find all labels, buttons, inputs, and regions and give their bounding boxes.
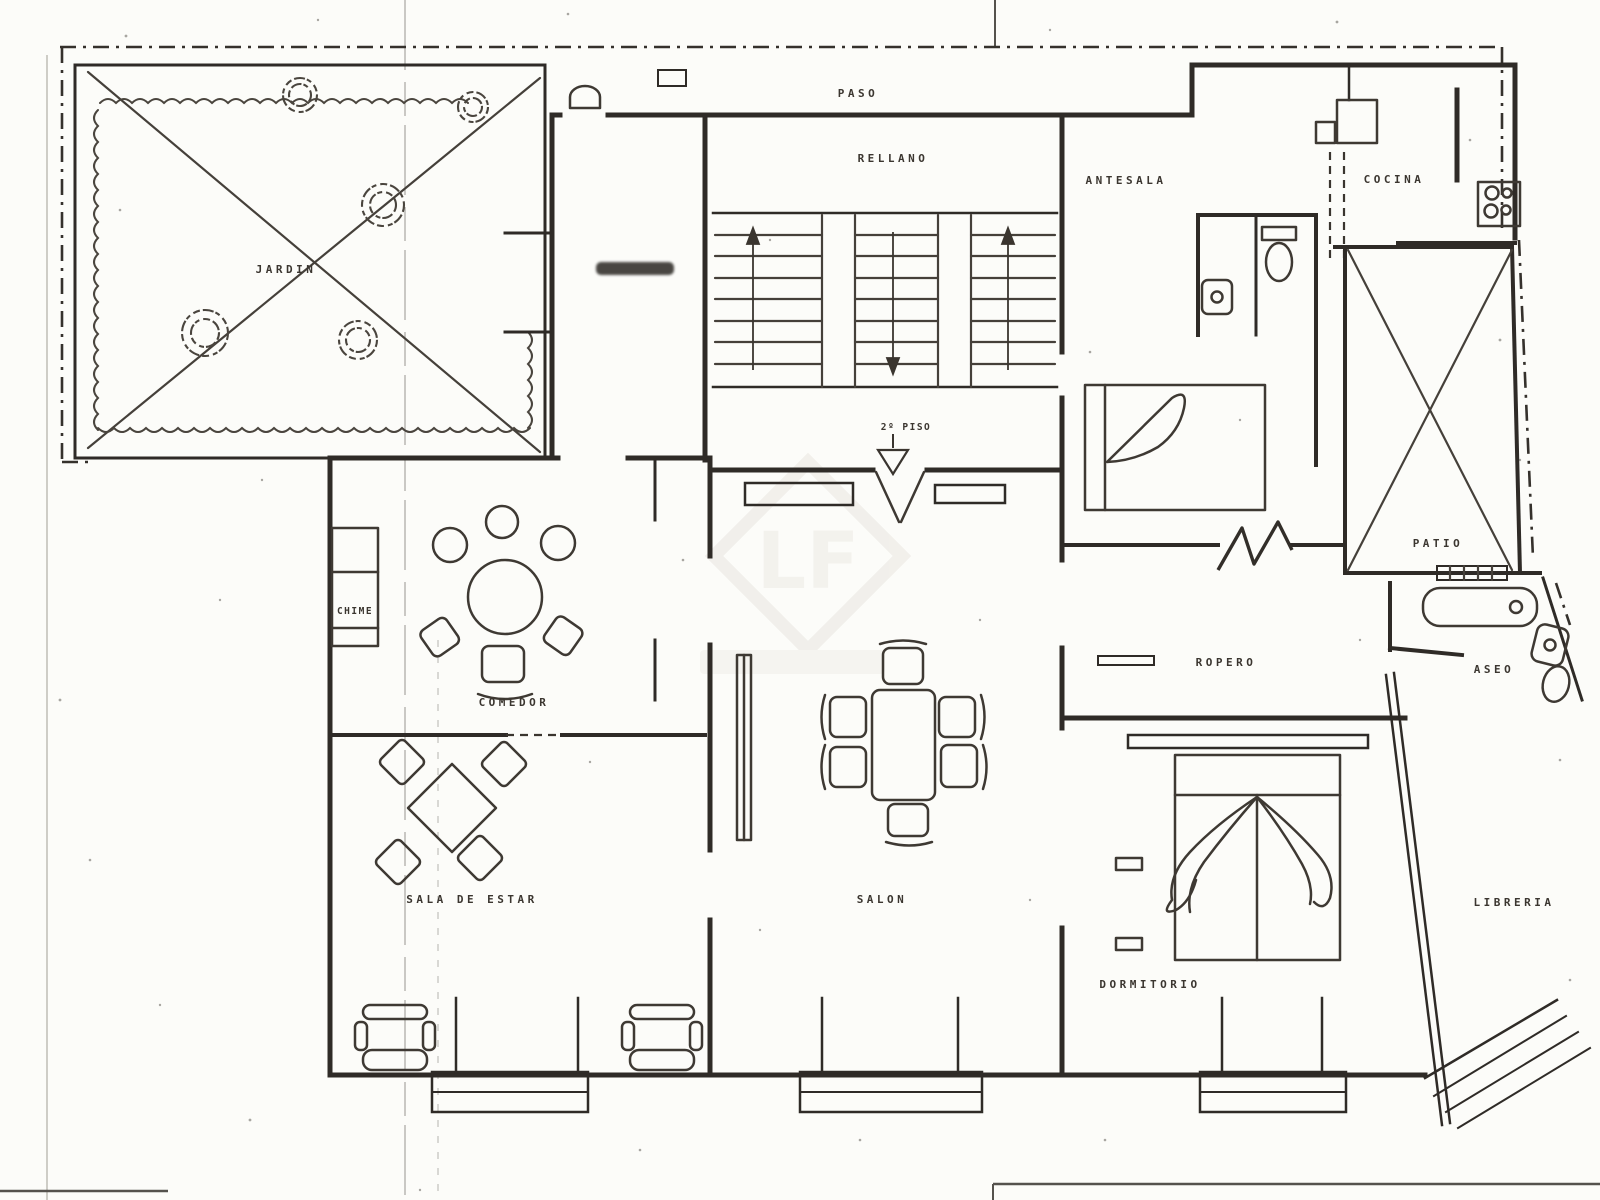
garden-jardin bbox=[73, 63, 547, 460]
walls bbox=[327, 62, 1592, 1130]
entrance-door-icon bbox=[568, 84, 602, 110]
armchair-icon bbox=[353, 1003, 437, 1072]
stair-direction-arrows bbox=[745, 225, 1016, 377]
stove-icon bbox=[1476, 180, 1522, 228]
bathtub-icon bbox=[1421, 586, 1539, 628]
staircase bbox=[711, 211, 1059, 389]
room-label-sala-de-estar: SALA DE ESTAR bbox=[406, 893, 538, 906]
watermark-logo: LF bbox=[700, 452, 912, 674]
folding-door-icon bbox=[1216, 520, 1294, 571]
room-label-patio: PATIO bbox=[1413, 537, 1464, 550]
watermark-wordmark-bar bbox=[700, 650, 885, 674]
furniture bbox=[330, 98, 1571, 1072]
armchair-icon bbox=[620, 1003, 704, 1072]
garden-hedge bbox=[93, 109, 100, 431]
room-label-libreria: LIBRERIA bbox=[1474, 896, 1555, 909]
room-label-jardin: JARDIN bbox=[256, 263, 317, 276]
bath-toilet-icon bbox=[1541, 665, 1571, 703]
patio-cross bbox=[1346, 248, 1514, 572]
radiator-icon bbox=[735, 653, 753, 842]
doors bbox=[568, 69, 1508, 582]
single-bed-icon bbox=[1083, 383, 1267, 512]
property-boundary bbox=[60, 45, 1572, 626]
room-label-chimenea: CHIME bbox=[337, 606, 373, 617]
patio-threshold bbox=[1436, 564, 1508, 582]
garden-bushes bbox=[180, 76, 490, 361]
room-label-comedor: COMEDOR bbox=[479, 696, 550, 709]
salon-double-door-icon bbox=[874, 470, 901, 524]
salon-double-door-icon bbox=[899, 470, 926, 524]
room-label-paso: PASO bbox=[838, 87, 879, 100]
room-label-rellano: RELLANO bbox=[858, 152, 929, 165]
exterior-steps bbox=[1423, 998, 1592, 1130]
room-label-antesala: ANTESALA bbox=[1086, 174, 1167, 187]
card-table-icon bbox=[374, 738, 528, 886]
down-arrow-icon bbox=[876, 448, 910, 477]
salon-table-icon bbox=[820, 639, 988, 847]
garden-cross-line bbox=[86, 76, 542, 450]
bath-sink-icon bbox=[1530, 623, 1570, 667]
stair-treads bbox=[713, 233, 1057, 366]
toilet-icon bbox=[1260, 225, 1298, 283]
garden-hedge bbox=[97, 426, 531, 433]
sink-icon bbox=[1200, 278, 1234, 316]
room-label-salon: SALON bbox=[857, 893, 908, 906]
room-label-dormitorio: DORMITORIO bbox=[1099, 978, 1200, 991]
floor-marker bbox=[876, 434, 910, 477]
garden-hedge bbox=[526, 331, 533, 429]
room-labels: PASO RELLANO ANTESALA COCINA JARDIN 2º P… bbox=[256, 87, 1555, 991]
windows bbox=[430, 996, 1348, 1114]
floor-label-2-piso: 2º PISO bbox=[881, 422, 932, 433]
entrance-mat bbox=[657, 69, 687, 87]
room-label-cocina: COCINA bbox=[1364, 173, 1425, 186]
room-label-ropero: ROPERO bbox=[1196, 656, 1257, 669]
dining-table-icon bbox=[419, 504, 584, 701]
room-label-aseo: ASEO bbox=[1474, 663, 1515, 676]
illegible-label bbox=[596, 262, 674, 275]
scan-speckles bbox=[58, 12, 1572, 1192]
double-bed-icon bbox=[1114, 733, 1370, 962]
fireplace-icon bbox=[330, 526, 380, 648]
fridge-icon bbox=[1314, 98, 1379, 145]
watermark-initials: LF bbox=[757, 517, 860, 607]
